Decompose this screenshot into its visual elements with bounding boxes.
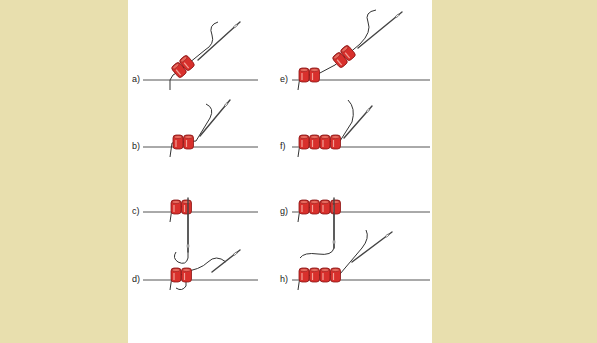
bead: [340, 44, 357, 61]
bead: [310, 135, 320, 149]
needle: [198, 22, 240, 60]
step-label: e): [279, 74, 289, 85]
step-label: f): [279, 141, 287, 152]
step-label: b): [131, 141, 141, 152]
bead: [179, 54, 196, 71]
step-label: a): [131, 74, 141, 85]
bead: [299, 68, 309, 82]
bead: [171, 200, 181, 214]
bead: [331, 135, 341, 149]
needle: [212, 250, 240, 272]
bead: [331, 268, 341, 282]
thread: [170, 22, 218, 90]
needle: [352, 232, 392, 262]
needle: [200, 100, 230, 136]
thread: [298, 100, 353, 157]
bead: [310, 268, 320, 282]
bead: [310, 68, 320, 82]
needle: [344, 106, 372, 138]
bead: [182, 268, 192, 282]
thread: [182, 258, 226, 272]
bead: [182, 200, 192, 214]
bead: [173, 135, 183, 149]
fabric-line: [143, 280, 258, 281]
step-label: d): [131, 274, 141, 285]
thread: [170, 104, 212, 157]
needle: [187, 198, 189, 252]
fabric-line: [143, 212, 258, 213]
step-label: g): [279, 206, 289, 217]
needle: [358, 12, 402, 48]
bead: [299, 268, 309, 282]
bead: [331, 200, 341, 214]
bead: [299, 135, 309, 149]
needle: [333, 198, 335, 248]
bead: [171, 268, 181, 282]
step-label: c): [131, 206, 141, 217]
thread: [298, 230, 367, 290]
bead: [320, 200, 330, 214]
bead: [310, 200, 320, 214]
bead: [184, 135, 194, 149]
bead: [320, 268, 330, 282]
fabric-line: [143, 147, 258, 148]
fabric-line: [143, 80, 258, 81]
step-label: h): [279, 274, 289, 285]
thread: [174, 206, 188, 263]
bead: [299, 200, 309, 214]
bead: [320, 135, 330, 149]
thread: [298, 10, 376, 90]
white-panel: [128, 0, 432, 343]
